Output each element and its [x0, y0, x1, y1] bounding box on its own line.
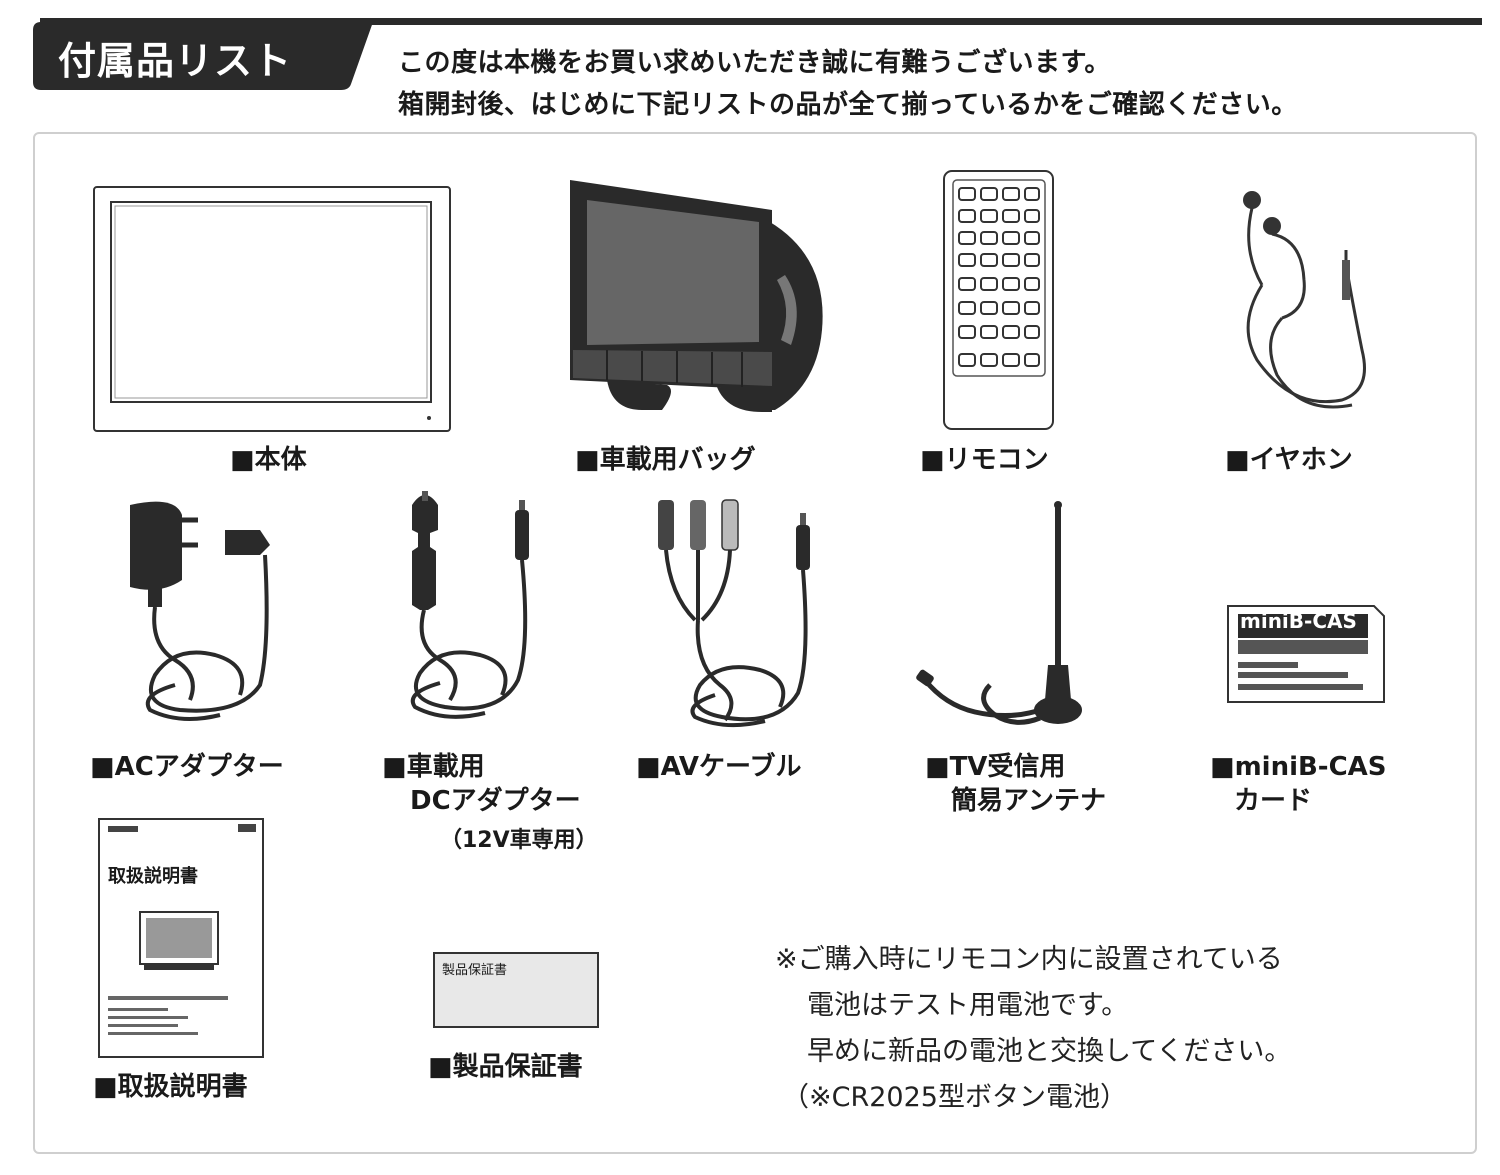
intro-text-line2: 箱開封後、はじめに下記リストの品が全て揃っているかをご確認ください。 — [398, 90, 1298, 120]
warranty-card-title: 製品保証書 — [442, 963, 508, 978]
intro-text-line1: この度は本機をお買い求めいただき誠に有難うございます。 — [398, 48, 1111, 78]
battery-note-line2: 電池はテスト用電池です。 — [807, 990, 1129, 1021]
header-rule — [40, 18, 1482, 25]
earphone-illustration — [1243, 191, 1366, 409]
warranty-illustration — [433, 952, 599, 1028]
bcas-card-illustration — [1227, 605, 1385, 703]
label-warranty: ■製品保証書 — [428, 1052, 583, 1082]
battery-note-line4: （※CR2025型ボタン電池） — [782, 1082, 1127, 1113]
label-av-cable: ■AVケーブル — [636, 752, 802, 782]
remote-illustration — [943, 170, 1054, 430]
label-remote: ■リモコン — [920, 445, 1049, 475]
av-cable-illustration — [658, 499, 810, 728]
label-dc-adapter-line2: DCアダプター — [410, 786, 581, 816]
manual-cover-title: 取扱説明書 — [108, 866, 198, 887]
label-antenna: ■TV受信用 簡易アンテナ — [925, 750, 1106, 818]
label-bcas-card: ■miniB-CAS カード — [1210, 750, 1387, 818]
manual-illustration — [98, 818, 264, 1058]
page-title: 付属品リスト — [58, 39, 293, 83]
label-dc-adapter: ■車載用 DCアダプター — [382, 750, 581, 818]
car-bag-illustration — [570, 180, 823, 412]
label-antenna-line1: ■TV受信用 — [925, 752, 1066, 782]
label-bcas-card-line1: ■miniB-CAS — [1210, 752, 1387, 782]
title-tab — [33, 22, 373, 90]
label-bcas-card-line2: カード — [1234, 786, 1313, 816]
ac-adapter-illustration — [130, 501, 270, 721]
label-car-bag: ■車載用バッグ — [575, 445, 756, 475]
label-earphone: ■イヤホン — [1225, 445, 1353, 475]
battery-note-line3: 早めに新品の電池と交換してください。 — [807, 1036, 1292, 1067]
bcas-card-logo: miniB-CAS — [1240, 609, 1357, 633]
dc-adapter-illustration — [410, 491, 529, 719]
label-ac-adapter: ■ACアダプター — [90, 752, 284, 782]
label-dc-adapter-line1: ■車載用 — [382, 752, 485, 782]
label-antenna-line2: 簡易アンテナ — [951, 786, 1106, 816]
antenna-illustration — [916, 501, 1082, 725]
label-manual: ■取扱説明書 — [93, 1072, 248, 1102]
label-main-unit: ■本体 — [230, 445, 307, 475]
label-dc-adapter-note: （12V車専用） — [440, 828, 598, 853]
main-unit-illustration — [93, 186, 451, 432]
battery-note-line1: ※ご購入時にリモコン内に設置されている — [775, 944, 1283, 975]
accessory-list-panel — [33, 132, 1477, 1154]
